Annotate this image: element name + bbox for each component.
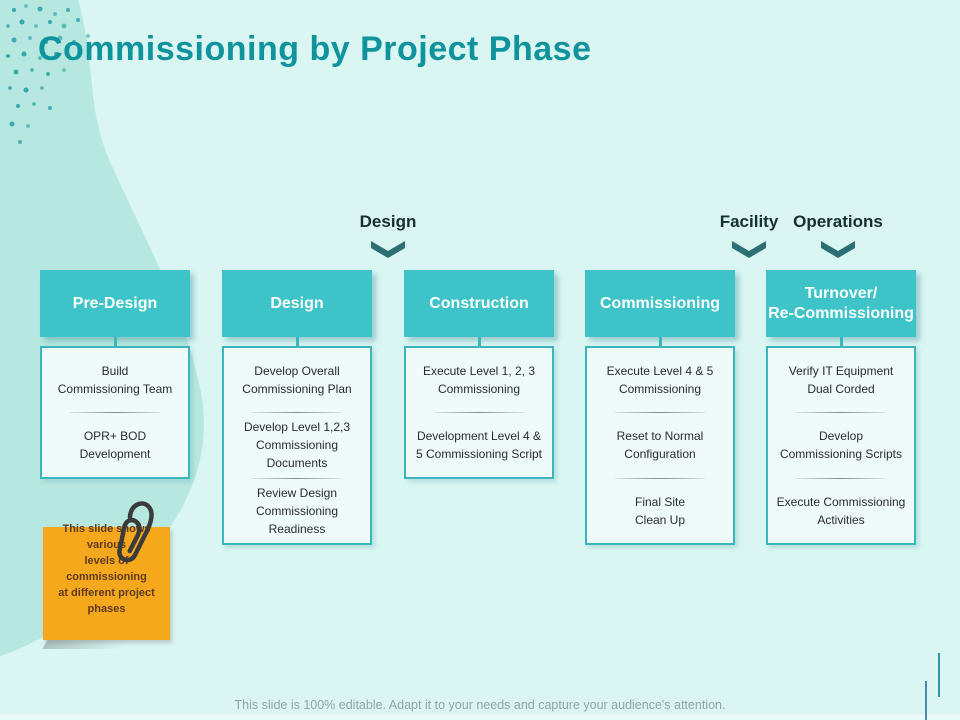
task-divider bbox=[251, 477, 343, 479]
paperclip-icon bbox=[117, 501, 154, 563]
phase-label-facility: Facility bbox=[719, 212, 779, 231]
phase-task: Develop Level 1,2,3 Commissioning Docume… bbox=[243, 420, 351, 471]
phase-label-operations: Operations bbox=[793, 212, 883, 231]
phase-task: Develop Overall Commissioning Plan bbox=[242, 364, 352, 397]
phase-column-turnover-recommissioning: Turnover/ Re-Commissioning Verify IT Equ… bbox=[766, 270, 916, 545]
accent-line bbox=[938, 653, 940, 697]
task-divider bbox=[614, 477, 706, 479]
header-connector bbox=[113, 337, 117, 346]
phase-header: Commissioning bbox=[585, 270, 735, 337]
phase-task: Execute Commissioning Activities bbox=[776, 494, 906, 527]
phase-task: Development Level 4 & 5 Commissioning Sc… bbox=[415, 429, 543, 461]
phase-column-commissioning: Commissioning Execute Level 4 & 5 Commis… bbox=[585, 270, 735, 545]
phase-body: Develop Overall Commissioning Plan Devel… bbox=[222, 346, 372, 545]
phase-task: Verify IT Equipment Dual Corded bbox=[788, 364, 894, 397]
phase-task: OPR+ BOD Development bbox=[79, 429, 151, 461]
phase-column-construction: Construction Execute Level 1, 2, 3 Commi… bbox=[404, 270, 554, 479]
accent-line bbox=[925, 681, 927, 720]
phase-header: Pre-Design bbox=[40, 270, 190, 337]
task-divider bbox=[433, 412, 525, 413]
phase-body: Build Commissioning Team OPR+ BOD Develo… bbox=[40, 346, 190, 479]
chevron-down-icon bbox=[371, 241, 405, 258]
sticky-note: This slide shows various levels of commi… bbox=[43, 523, 170, 640]
phase-header: Design bbox=[222, 270, 372, 337]
phase-task: Execute Level 4 & 5 Commissioning bbox=[606, 364, 714, 397]
phase-task: Build Commissioning Team bbox=[57, 364, 173, 396]
header-connector bbox=[658, 337, 662, 346]
phase-task: Final Site Clean Up bbox=[634, 494, 686, 527]
footer-note: This slide is 100% editable. Adapt it to… bbox=[234, 698, 726, 712]
phase-task: Review Design Commissioning Readiness bbox=[255, 485, 339, 536]
task-divider bbox=[614, 412, 706, 414]
task-divider bbox=[69, 412, 161, 413]
phase-label-design: Design bbox=[359, 212, 417, 231]
page-title: Commissioning by Project Phase bbox=[38, 30, 592, 68]
header-connector bbox=[295, 337, 299, 346]
task-divider bbox=[795, 477, 887, 479]
header-connector bbox=[477, 337, 481, 346]
phase-task: Develop Commissioning Scripts bbox=[779, 429, 903, 462]
phase-column-pre-design: Pre-Design Build Commissioning Team OPR+… bbox=[40, 270, 190, 479]
phase-header: Turnover/ Re-Commissioning bbox=[766, 270, 916, 337]
chevron-down-icon bbox=[821, 241, 855, 258]
header-connector bbox=[839, 337, 843, 346]
sticky-note-text: This slide shows various levels of commi… bbox=[58, 523, 155, 616]
phase-body: Execute Level 1, 2, 3 Commissioning Deve… bbox=[404, 346, 554, 479]
phase-column-design: Design Develop Overall Commissioning Pla… bbox=[222, 270, 372, 545]
dots-pattern bbox=[6, 4, 90, 144]
bottom-edge-strip bbox=[0, 714, 960, 720]
task-divider bbox=[795, 412, 887, 414]
phase-body: Verify IT Equipment Dual Corded Develop … bbox=[766, 346, 916, 545]
phase-header: Construction bbox=[404, 270, 554, 337]
phase-body: Execute Level 4 & 5 Commissioning Reset … bbox=[585, 346, 735, 545]
task-divider bbox=[251, 412, 343, 414]
chevron-down-icon bbox=[732, 241, 766, 258]
phase-task: Reset to Normal Configuration bbox=[616, 429, 704, 462]
phase-task: Execute Level 1, 2, 3 Commissioning bbox=[422, 364, 536, 396]
